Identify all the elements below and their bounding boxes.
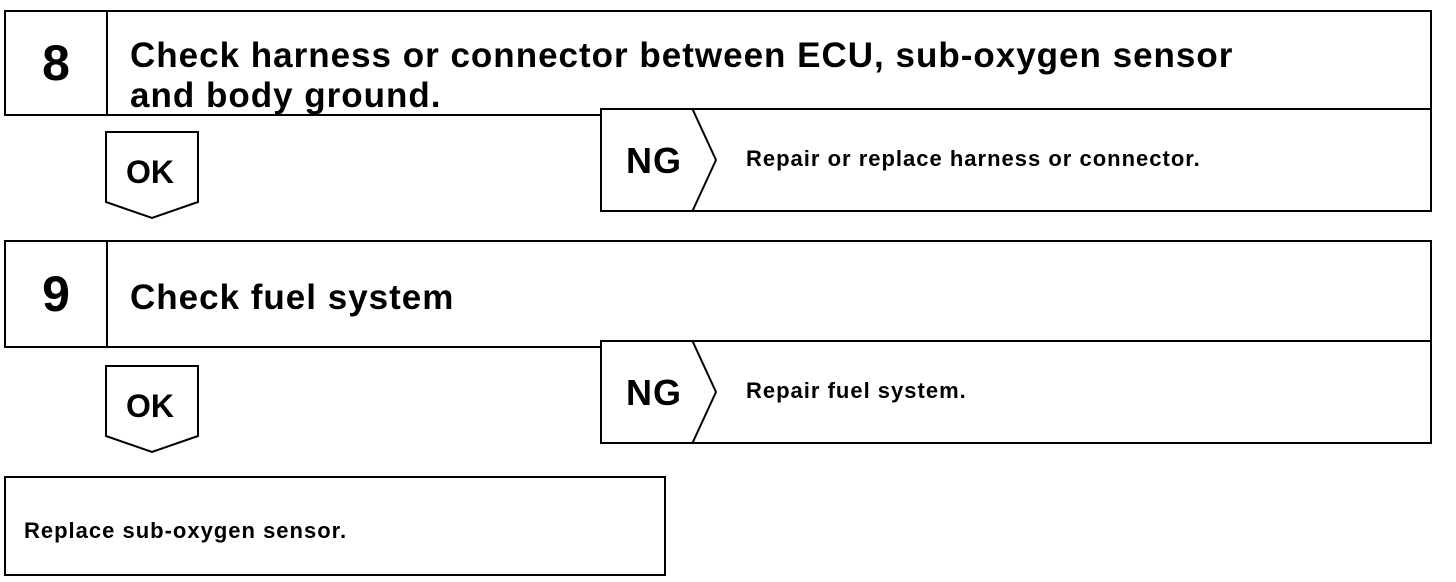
step-9-ng-label: NG bbox=[626, 372, 682, 413]
step-9-ng-box: NG Repair fuel system. bbox=[600, 340, 1432, 444]
step-8-ok-box: OK bbox=[104, 130, 200, 222]
step-8-number: 8 bbox=[6, 12, 108, 114]
step-9-ok-label: OK bbox=[126, 388, 174, 424]
step-8-ng-box: NG Repair or replace harness or connecto… bbox=[600, 108, 1432, 212]
step-8-title-line-2: and body ground. bbox=[130, 76, 442, 115]
ok-pentagon-icon bbox=[105, 365, 199, 454]
step-8-ok-label: OK bbox=[126, 154, 174, 190]
final-action-box: Replace sub-oxygen sensor. bbox=[4, 476, 666, 576]
step-9-title: Check fuel system bbox=[130, 278, 455, 317]
step-8-ng-label: NG bbox=[626, 140, 682, 181]
step-9-ng-action: Repair fuel system. bbox=[746, 378, 967, 403]
ok-pentagon-icon bbox=[105, 131, 199, 220]
step-8-title-line-1: Check harness or connector between ECU, … bbox=[130, 36, 1234, 75]
step-8-ng-action: Repair or replace harness or connector. bbox=[746, 146, 1201, 171]
step-9-ok-box: OK bbox=[104, 364, 200, 456]
step-9-number: 9 bbox=[6, 242, 108, 346]
final-action-text: Replace sub-oxygen sensor. bbox=[24, 518, 348, 543]
ng-chevron-icon bbox=[691, 340, 718, 444]
step-8-box: 8 Check harness or connector between ECU… bbox=[4, 10, 1432, 116]
ng-chevron-icon bbox=[691, 108, 718, 212]
step-9-box: 9 Check fuel system bbox=[4, 240, 1432, 348]
